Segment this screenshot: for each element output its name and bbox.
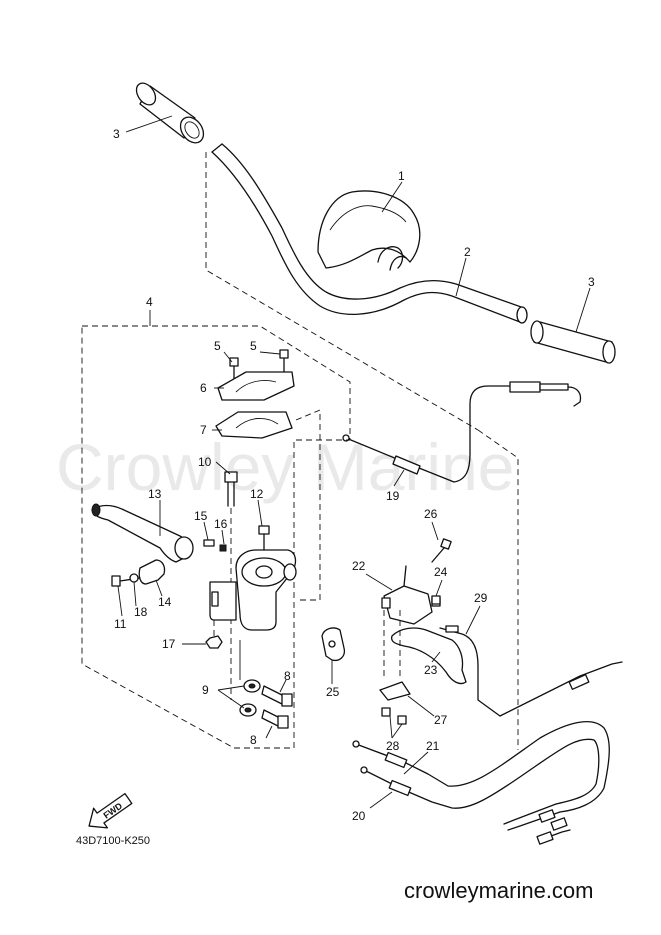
callout-22: 22: [352, 559, 366, 573]
callout-6: 6: [200, 381, 207, 395]
callout-10: 10: [198, 455, 212, 469]
callout-4: 4: [146, 295, 153, 309]
callout-17: 17: [162, 637, 176, 651]
callout-28: 28: [386, 739, 400, 753]
right-grip: [530, 320, 616, 364]
assembly-boundary: [81, 325, 351, 749]
choke-lever: [390, 627, 467, 685]
cables-20-21: [352, 721, 610, 845]
callouts: 1 2 3 3 4 5 5 6 7 10 12 13 15 16 14 18 1…: [113, 127, 595, 823]
screws-28: [381, 707, 407, 725]
callout-9: 9: [202, 683, 209, 697]
callout-1: 1: [398, 169, 405, 183]
callout-18: 18: [134, 605, 148, 619]
master-cylinder: [209, 549, 297, 631]
callout-21: 21: [426, 739, 440, 753]
callout-5-right: 5: [250, 339, 257, 353]
nut-17: [205, 635, 223, 649]
leader-lines: [117, 115, 591, 809]
washers-and-bolts: [239, 640, 293, 729]
callout-12: 12: [250, 487, 264, 501]
washer-16: [219, 544, 227, 552]
callout-13: 13: [148, 487, 162, 501]
watermark: Crowley Marine: [56, 430, 514, 504]
forward-arrow-icon: FWD: [88, 792, 133, 829]
screw-26: [431, 538, 452, 563]
throttle-cable: [342, 381, 582, 483]
callout-7: 7: [200, 423, 207, 437]
callout-8-upper: 8: [284, 669, 291, 683]
handlebar-pad: [317, 190, 421, 271]
cable-29: [439, 625, 623, 717]
callout-15: 15: [194, 509, 208, 523]
plate-27: [379, 681, 411, 701]
callout-25: 25: [326, 685, 340, 699]
callout-29: 29: [474, 591, 488, 605]
callout-11: 11: [114, 617, 127, 631]
screw-12: [258, 525, 270, 551]
callout-20: 20: [352, 809, 366, 823]
handlebar: [211, 143, 528, 324]
callout-24: 24: [434, 565, 448, 579]
callout-16: 16: [214, 517, 228, 531]
callout-19: 19: [386, 489, 400, 503]
callout-8-lower: 8: [250, 733, 257, 747]
left-grip: [135, 82, 205, 144]
callout-26: 26: [424, 507, 438, 521]
callout-23: 23: [424, 663, 438, 677]
brake-lever: [91, 503, 194, 563]
screw-15: [203, 539, 215, 547]
callout-3-right: 3: [588, 275, 595, 289]
website-label: crowleymarine.com: [404, 878, 594, 903]
callout-27: 27: [434, 713, 448, 727]
callout-3-left: 3: [113, 127, 120, 141]
upper-holder: [217, 371, 295, 401]
cover: [215, 411, 293, 439]
nut-24: [431, 595, 441, 605]
callout-2: 2: [464, 245, 471, 259]
callout-5-left: 5: [214, 339, 221, 353]
callout-14: 14: [158, 595, 172, 609]
drawing-code: 43D7100-K250: [76, 835, 150, 847]
switch-holder-22: [381, 565, 441, 625]
